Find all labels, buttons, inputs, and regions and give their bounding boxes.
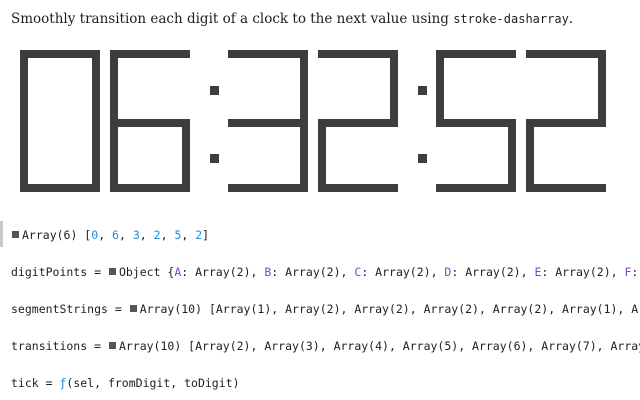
segment-g (436, 119, 516, 127)
segment-e (110, 119, 118, 192)
segment-a (228, 50, 308, 58)
array-value: 6 (112, 228, 119, 242)
array-value: 5 (174, 228, 182, 242)
object-key: D (444, 265, 452, 279)
segment-a (110, 50, 190, 58)
segment-f (110, 50, 118, 123)
segment-b (92, 50, 100, 123)
segment-b (300, 50, 308, 123)
segment-g (318, 119, 398, 127)
transitions-name: transitions = (11, 339, 108, 353)
colon-dot (418, 86, 427, 95)
digitPoints-name: digitPoints = (11, 265, 108, 279)
segment-e (20, 119, 28, 192)
segment-c (92, 119, 100, 192)
colon-dot (418, 154, 427, 163)
expand-toggle-icon[interactable] (108, 342, 116, 349)
intro-text: Smoothly transition each digit of a cloc… (11, 11, 631, 27)
segment-b (390, 50, 398, 123)
tick-cell[interactable]: tick = ƒ(sel, fromDigit, toDigit) (11, 376, 640, 390)
object-value: : Array(2), (181, 265, 265, 279)
cell-focus-bar (0, 221, 3, 247)
segment-d (318, 184, 398, 192)
segment-e (526, 119, 534, 192)
segment-g (228, 119, 308, 127)
function-icon: ƒ (59, 376, 67, 390)
segmentStrings-name: segmentStrings = (11, 302, 129, 316)
segment-c (182, 119, 190, 192)
segment-a (20, 50, 100, 58)
digitPoints-cell[interactable]: digitPoints = Object {A: Array(2), B: Ar… (11, 265, 640, 279)
segment-d (20, 184, 100, 192)
segment-d (436, 184, 516, 192)
object-value: : Array(2), (361, 265, 445, 279)
array-label: Array(6) [ (22, 228, 92, 242)
segment-a (318, 50, 398, 58)
digitPoints-entries: A: Array(2), B: Array(2), C: Array(2), D… (174, 265, 640, 279)
object-key: A (174, 265, 182, 279)
intro-text-end: . (568, 11, 574, 27)
clock-display (20, 50, 606, 192)
segment-a (436, 50, 516, 58)
digits-array-cell[interactable]: Array(6) [0, 6, 3, 2, 5, 2] (11, 228, 640, 242)
object-value: : Array (631, 265, 640, 279)
segmentStrings-cell[interactable]: segmentStrings = Array(10) [Array(1), Ar… (11, 302, 640, 316)
expand-toggle-icon[interactable] (108, 268, 116, 275)
object-value: : Array(2), (271, 265, 355, 279)
segment-e (318, 119, 326, 192)
segment-d (110, 184, 190, 192)
transitions-cell[interactable]: transitions = Array(10) [Array(2), Array… (11, 339, 640, 353)
array-value: 2 (153, 228, 161, 242)
segment-d (526, 184, 606, 192)
intro-code: stroke-dasharray (453, 12, 569, 26)
expand-toggle-icon[interactable] (12, 231, 19, 238)
array-values: 0, 6, 3, 2, 5, 2 (91, 228, 203, 242)
tick-name: tick = (11, 376, 60, 390)
colon-dot (210, 154, 219, 163)
object-key: F (624, 265, 632, 279)
object-value: : Array(2), (541, 265, 625, 279)
intro-text-body: Smoothly transition each digit of a cloc… (11, 11, 454, 27)
segment-g (526, 119, 606, 127)
expand-toggle-icon[interactable] (129, 305, 137, 312)
colon-dot (210, 86, 219, 95)
array-value: 3 (132, 228, 140, 242)
object-key: B (264, 265, 272, 279)
segment-g (110, 119, 190, 127)
array-value: 0 (91, 228, 99, 242)
segmentStrings-value: Array(10) [Array(1), Array(2), Array(2),… (139, 302, 640, 316)
segment-b (598, 50, 606, 123)
segment-f (20, 50, 28, 123)
segment-a (526, 50, 606, 58)
array-close: ] (202, 228, 210, 242)
object-key: C (354, 265, 362, 279)
transitions-value: Array(10) [Array(2), Array(3), Array(4),… (118, 339, 640, 353)
segment-f (436, 50, 444, 123)
segment-d (228, 184, 308, 192)
digitPoints-type: Object { (118, 265, 175, 279)
segment-c (300, 119, 308, 192)
segment-c (508, 119, 516, 192)
tick-args: (sel, fromDigit, toDigit) (66, 376, 240, 390)
object-value: : Array(2), (451, 265, 535, 279)
array-value: 2 (195, 228, 203, 242)
object-key: E (534, 265, 542, 279)
